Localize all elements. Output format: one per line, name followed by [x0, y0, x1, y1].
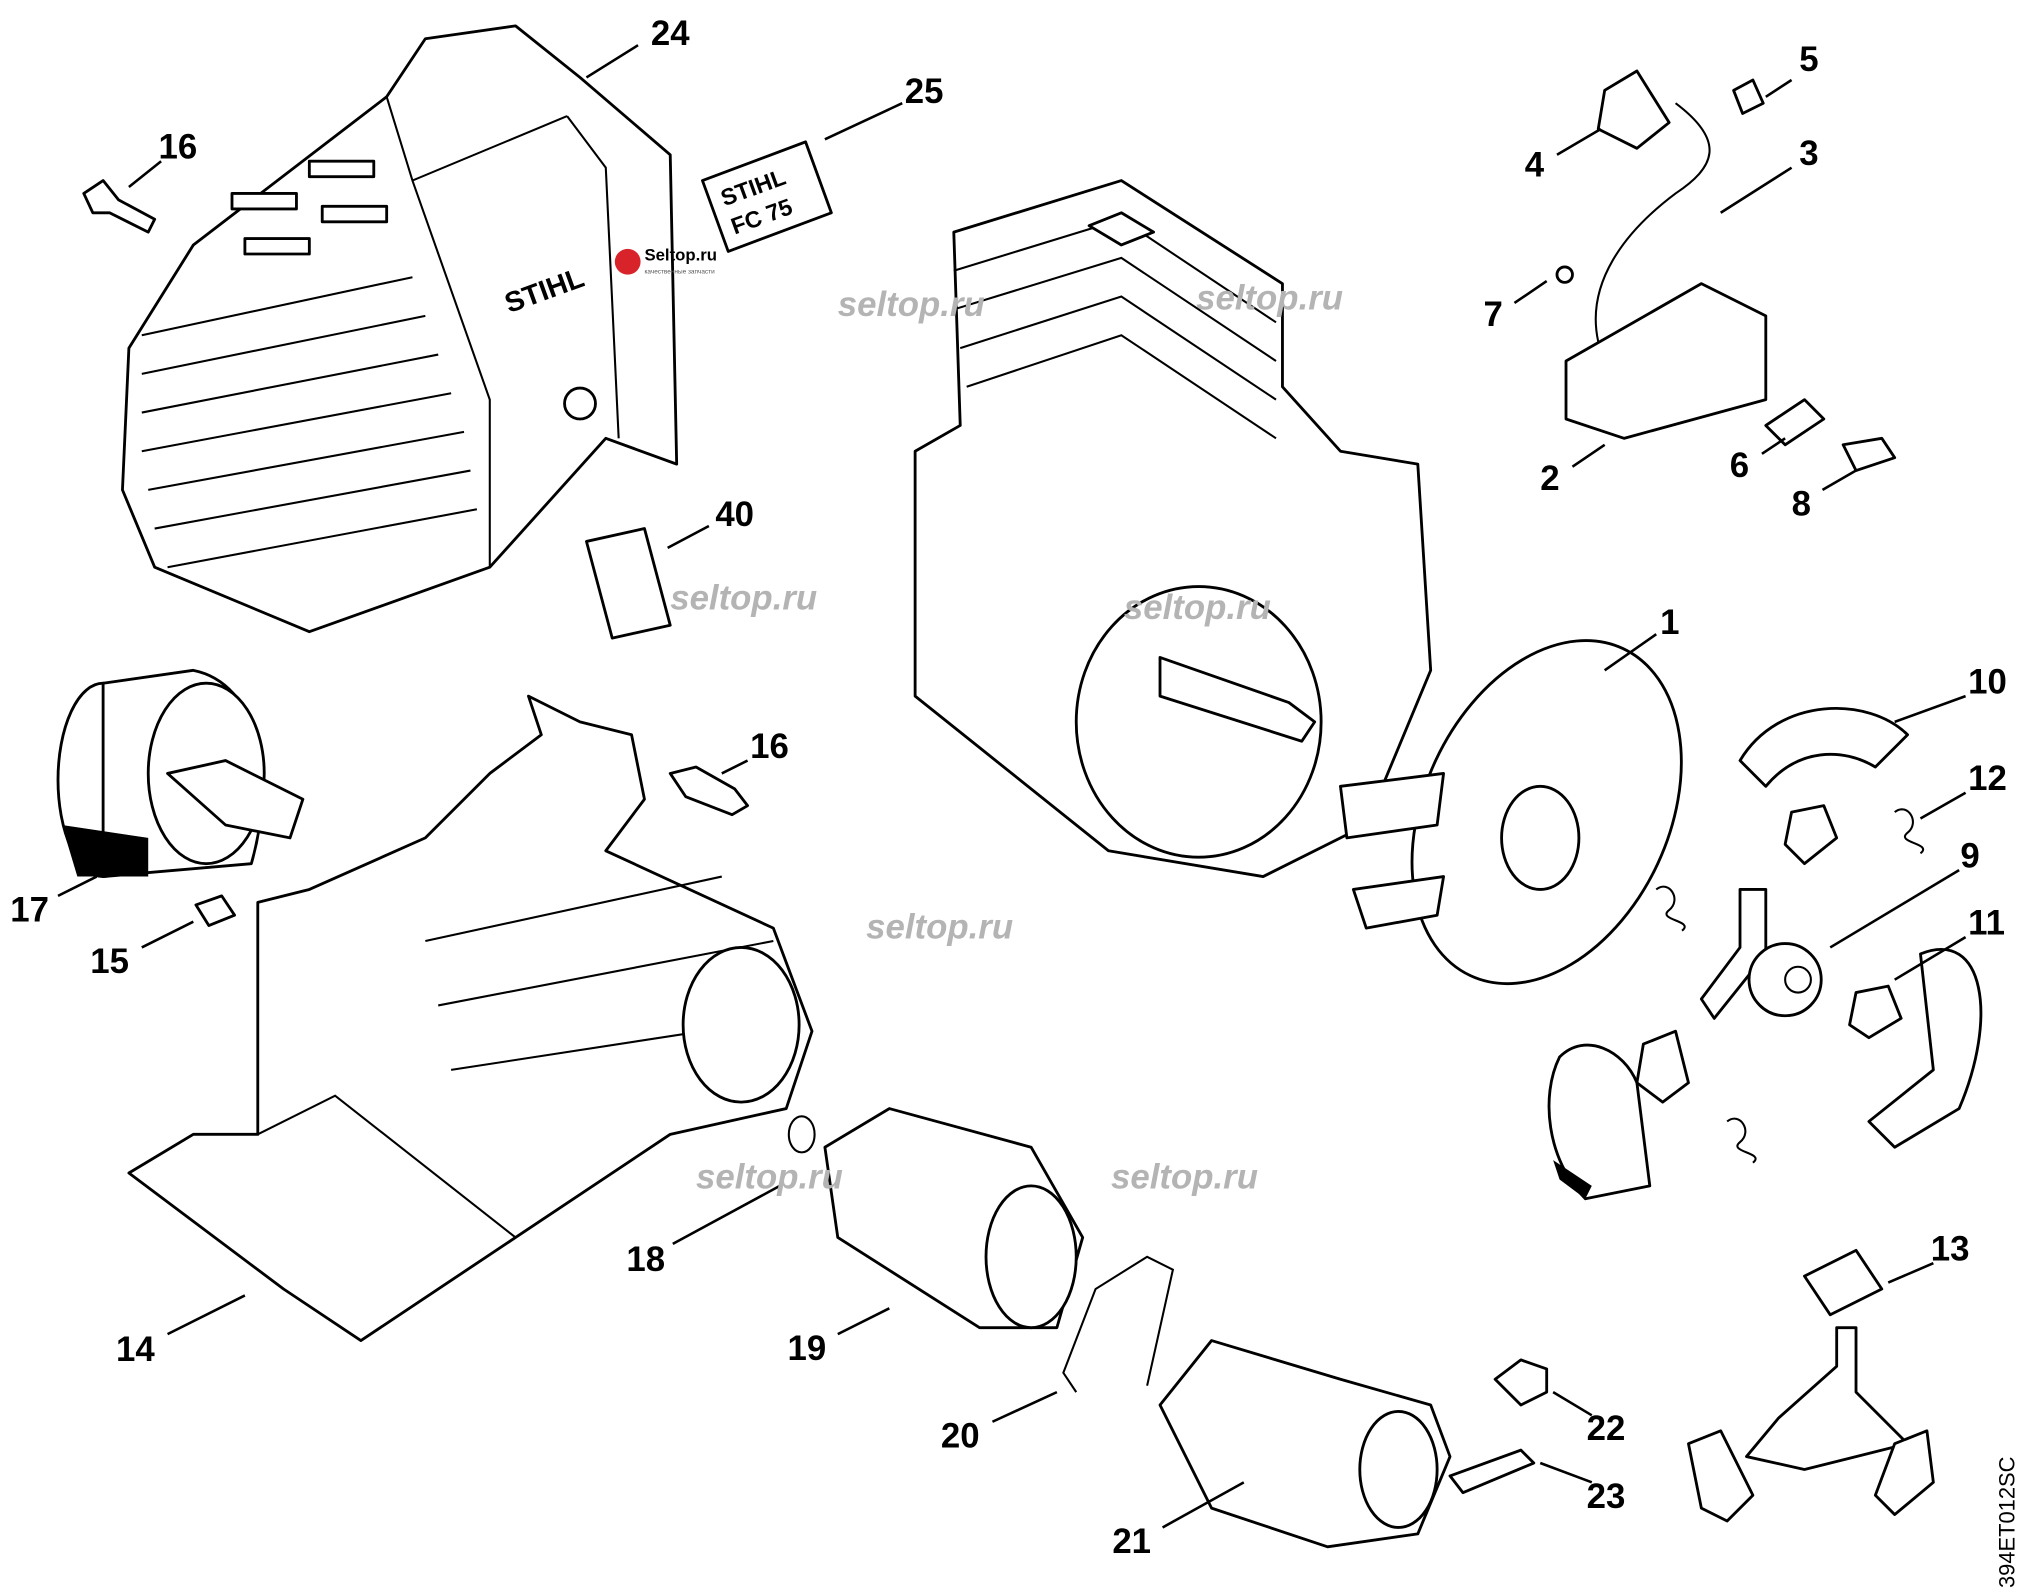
callout-13: 13	[1931, 1230, 1970, 1269]
callout-40: 40	[715, 495, 754, 534]
engine-cylinder	[913, 179, 1433, 878]
clutch-assembly-part-13	[1687, 1248, 1935, 1523]
watermark: seltop.ru	[1124, 588, 1271, 627]
callout-7: 7	[1484, 295, 1503, 334]
tube-part-21	[1158, 1339, 1452, 1549]
seltop-logo: Seltop.ru качественные запчасти	[614, 245, 717, 275]
callout-1: 1	[1660, 603, 1679, 642]
clutch-parts	[1547, 707, 1983, 1201]
callout-10: 10	[1968, 663, 2007, 702]
screw-part-22	[1493, 1358, 1549, 1407]
watermark: seltop.ru	[838, 285, 985, 324]
callout-18: 18	[626, 1240, 665, 1279]
callout-17: 17	[10, 891, 49, 930]
callout-25: 25	[905, 72, 944, 111]
callout-3: 3	[1799, 134, 1818, 173]
engine-shroud-part-24: STIHL	[121, 24, 679, 634]
callout-19: 19	[788, 1329, 827, 1368]
callout-11: 11	[1968, 904, 2005, 943]
flywheel-part-1	[1339, 639, 1683, 986]
logo-tagline: качественные запчасти	[644, 268, 715, 275]
watermarks: seltop.ru seltop.ru seltop.ru seltop.ru …	[670, 278, 1343, 1196]
callout-5: 5	[1799, 40, 1818, 79]
clutch-drum-part-17	[56, 668, 305, 878]
drawing-code: 394ET012SC	[1995, 1456, 2020, 1588]
screw-part-16-mid	[668, 765, 749, 817]
ignition-module	[1555, 69, 1897, 472]
callout-24: 24	[651, 14, 690, 53]
screw-part-23	[1448, 1448, 1536, 1495]
callout-12: 12	[1968, 759, 2007, 798]
screw-part-16	[82, 179, 157, 234]
callout-2: 2	[1540, 459, 1559, 498]
callout-8: 8	[1792, 485, 1811, 524]
callout-16: 16	[159, 128, 198, 167]
watermark: seltop.ru	[670, 579, 817, 618]
leader-lines	[57, 44, 1967, 1529]
decal-part-25: STIHL FC 75	[701, 140, 833, 253]
callout-4: 4	[1525, 146, 1545, 185]
plate-part-40	[585, 527, 672, 640]
fan-housing-part-14	[127, 694, 814, 1342]
callout-6: 6	[1730, 446, 1749, 485]
callout-15: 15	[90, 942, 129, 981]
callout-9: 9	[1960, 837, 1979, 876]
spring-part-20	[1062, 1255, 1175, 1393]
pin-part-15	[194, 894, 236, 927]
callout-23: 23	[1587, 1477, 1626, 1516]
callout-20: 20	[941, 1417, 980, 1456]
sleeve-part-19	[823, 1107, 1085, 1330]
ring-part-18	[787, 1115, 816, 1154]
callout-21: 21	[1112, 1522, 1151, 1561]
watermark: seltop.ru	[1196, 278, 1343, 317]
watermark: seltop.ru	[866, 907, 1013, 946]
callout-22: 22	[1587, 1409, 1626, 1448]
callout-labels: 24 25 16 5 4 3 7 2 6 8 40 1 10 12 9 11 1…	[10, 14, 2007, 1561]
callout-14: 14	[116, 1330, 155, 1369]
callout-16-mid: 16	[750, 727, 789, 766]
logo-text: Seltop.ru	[644, 245, 717, 264]
watermark: seltop.ru	[696, 1157, 843, 1196]
watermark: seltop.ru	[1111, 1157, 1258, 1196]
